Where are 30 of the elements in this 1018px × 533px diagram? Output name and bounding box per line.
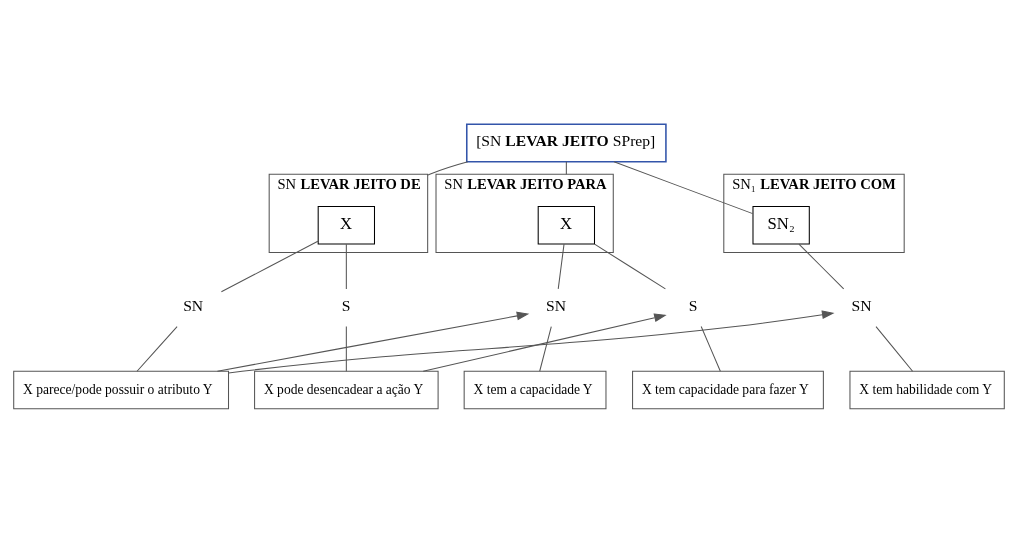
connector <box>220 240 319 293</box>
node-box: X <box>537 206 595 245</box>
connector <box>136 326 178 372</box>
arrow <box>228 310 835 374</box>
connector <box>875 326 914 372</box>
node-box: X <box>317 206 375 245</box>
node-text: SN <box>183 297 204 315</box>
arrow <box>216 311 530 372</box>
node-text: SN <box>851 297 872 315</box>
node-text: S <box>341 297 351 315</box>
node-box: [SN LEVAR JEITO SPrep] <box>466 123 667 163</box>
node-box: X parece/pode possuir o atributo Y <box>13 370 230 410</box>
node-box: X tem capacidade para fazer Y <box>632 370 824 410</box>
connector <box>565 161 567 175</box>
node-box: X pode desencadear a ação Y <box>254 370 439 410</box>
connector <box>798 243 845 290</box>
node-box: X tem a capacidade Y <box>463 370 607 410</box>
node-text: SN <box>546 297 566 315</box>
connector <box>345 326 347 372</box>
node-box: SN₂ <box>752 206 810 245</box>
connector <box>613 161 754 215</box>
arrow <box>422 313 667 372</box>
connector <box>539 326 552 372</box>
connector <box>557 243 565 290</box>
connector <box>594 243 666 290</box>
connector <box>345 243 347 290</box>
node-text: S <box>688 297 698 315</box>
connector <box>700 326 721 372</box>
connector <box>427 161 469 176</box>
node-box: X tem habilidade com Y <box>849 370 1005 410</box>
